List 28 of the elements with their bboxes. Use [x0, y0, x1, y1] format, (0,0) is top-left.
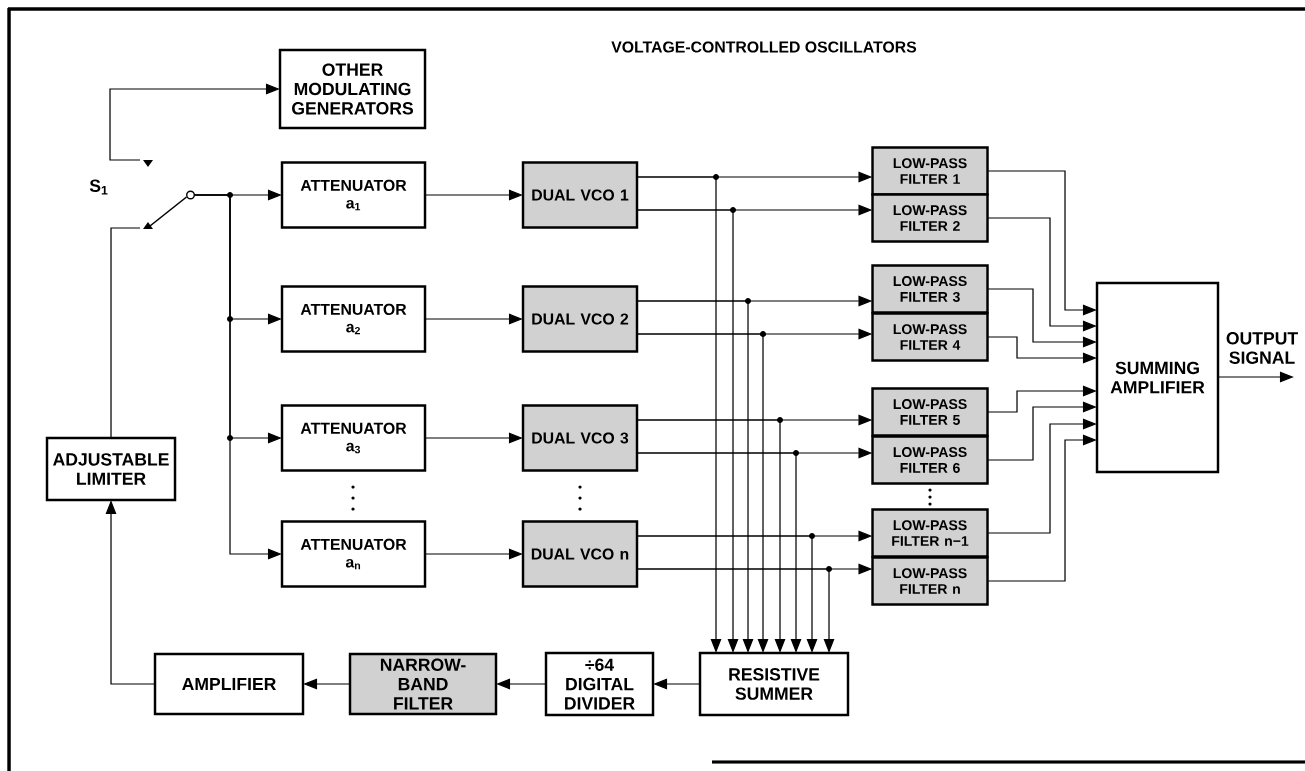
process-box: LOW-PASS FILTER 3	[871, 264, 989, 314]
process-box: LOW-PASS FILTER n−1	[871, 508, 989, 558]
process-box: AMPLIFIER	[153, 652, 305, 716]
process-box: LOW-PASS FILTER 4	[871, 312, 989, 362]
process-box: DUAL VCO 1	[521, 161, 639, 229]
process-box: NARROW-BAND FILTER	[348, 652, 498, 716]
process-box: DUAL VCO 2	[521, 285, 639, 353]
process-box: ATTENUATOR a$_{3}$	[280, 404, 427, 472]
text-label: OUTPUT SIGNAL	[1226, 332, 1298, 364]
process-box: ATTENUATOR a$_{1}$	[280, 161, 427, 229]
connector-line	[110, 227, 141, 439]
switch-drawing	[143, 160, 195, 229]
process-box: ÷64 DIGITAL DIVIDER	[544, 651, 655, 717]
process-box: DUAL VCO n	[521, 520, 639, 588]
process-box: ATTENUATOR a$_{n}$	[280, 520, 427, 588]
process-box: ATTENUATOR a$_{2}$	[280, 285, 427, 353]
process-box: LOW-PASS FILTER 1	[871, 146, 989, 196]
title: VOLTAGE-CONTROLLED OSCILLATORS	[611, 41, 917, 53]
process-box: LOW-PASS FILTER 2	[871, 193, 989, 243]
switch-label: S$_{1}$	[89, 179, 108, 195]
process-box: DUAL VCO 3	[521, 404, 639, 472]
process-box: SUMMING AMPLIFIER	[1095, 281, 1220, 474]
process-box: LOW-PASS FILTER 5	[871, 387, 989, 437]
process-box: LOW-PASS FILTER n	[871, 556, 989, 606]
process-box: LOW-PASS FILTER 6	[871, 435, 989, 485]
process-box: RESISTIVE SUMMER	[698, 651, 850, 717]
process-box: OTHER MODULATING GENERATORS	[278, 48, 427, 130]
process-box: ADJUSTABLE LIMITER	[45, 436, 177, 502]
